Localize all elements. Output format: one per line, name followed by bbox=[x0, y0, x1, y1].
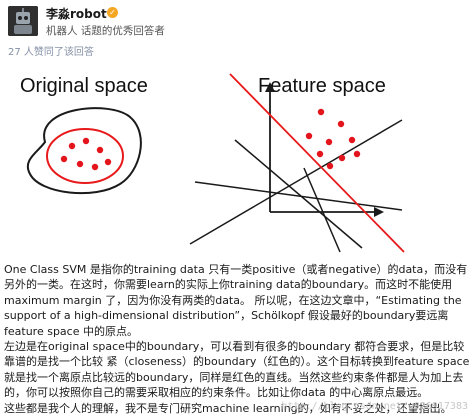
loose-boundary bbox=[26, 107, 142, 195]
data-point bbox=[317, 108, 325, 116]
answer-paragraph: One Class SVM 是指你的training data 只有一类posi… bbox=[4, 263, 468, 338]
author-bio: 机器人 话题的优秀回答者 bbox=[46, 25, 165, 37]
data-point bbox=[353, 150, 361, 158]
robot-avatar-icon bbox=[8, 6, 38, 36]
x-axis-arrow-icon bbox=[374, 207, 384, 217]
feature-space-label: Feature space bbox=[258, 75, 386, 97]
data-point bbox=[82, 137, 90, 145]
data-point bbox=[316, 150, 324, 158]
watermark: http://blog.csdn.net/u026917383 bbox=[281, 401, 468, 412]
original-data-points bbox=[60, 137, 112, 171]
avatar[interactable] bbox=[8, 6, 38, 36]
data-point bbox=[348, 136, 356, 144]
verified-badge-icon: ✓ bbox=[107, 7, 118, 18]
author-name[interactable]: 李淼robot bbox=[46, 7, 107, 21]
answer-paragraph: 左边是在original space中的boundary，可以看到有很多的bou… bbox=[4, 340, 470, 400]
endorsement-count: 27 人赞同了该回答 bbox=[8, 47, 94, 58]
data-point bbox=[68, 142, 76, 150]
hyperplane bbox=[189, 119, 403, 245]
data-point bbox=[76, 160, 84, 168]
answer-body: One Class SVM 是指你的training data 只有一类posi… bbox=[4, 262, 470, 416]
hyperplane bbox=[194, 181, 403, 211]
data-point bbox=[325, 138, 333, 146]
data-point bbox=[337, 120, 345, 128]
tight-boundary bbox=[46, 128, 124, 184]
author-header: 李淼robot ✓ 机器人 话题的优秀回答者 27 人赞同了该回答 bbox=[0, 0, 474, 60]
feature-data-points bbox=[305, 108, 361, 170]
answer-paragraph: 这些都是我个人的理解，我不是专门研究machine learning的，如有不妥… bbox=[4, 401, 452, 415]
data-point bbox=[104, 158, 112, 166]
data-point bbox=[91, 163, 99, 171]
data-point bbox=[96, 146, 104, 154]
data-point bbox=[305, 132, 313, 140]
y-axis-arrow-icon bbox=[265, 82, 275, 92]
figure-svg: Original space Feature space bbox=[20, 73, 405, 253]
original-space-label: Original space bbox=[20, 75, 148, 97]
hyperplane bbox=[234, 139, 363, 249]
data-point bbox=[338, 154, 346, 162]
data-point bbox=[60, 155, 68, 163]
hyperplane bbox=[303, 167, 341, 253]
optimal-boundary bbox=[229, 73, 405, 253]
svm-figure: Original space Feature space bbox=[0, 62, 474, 258]
data-point bbox=[326, 162, 334, 170]
